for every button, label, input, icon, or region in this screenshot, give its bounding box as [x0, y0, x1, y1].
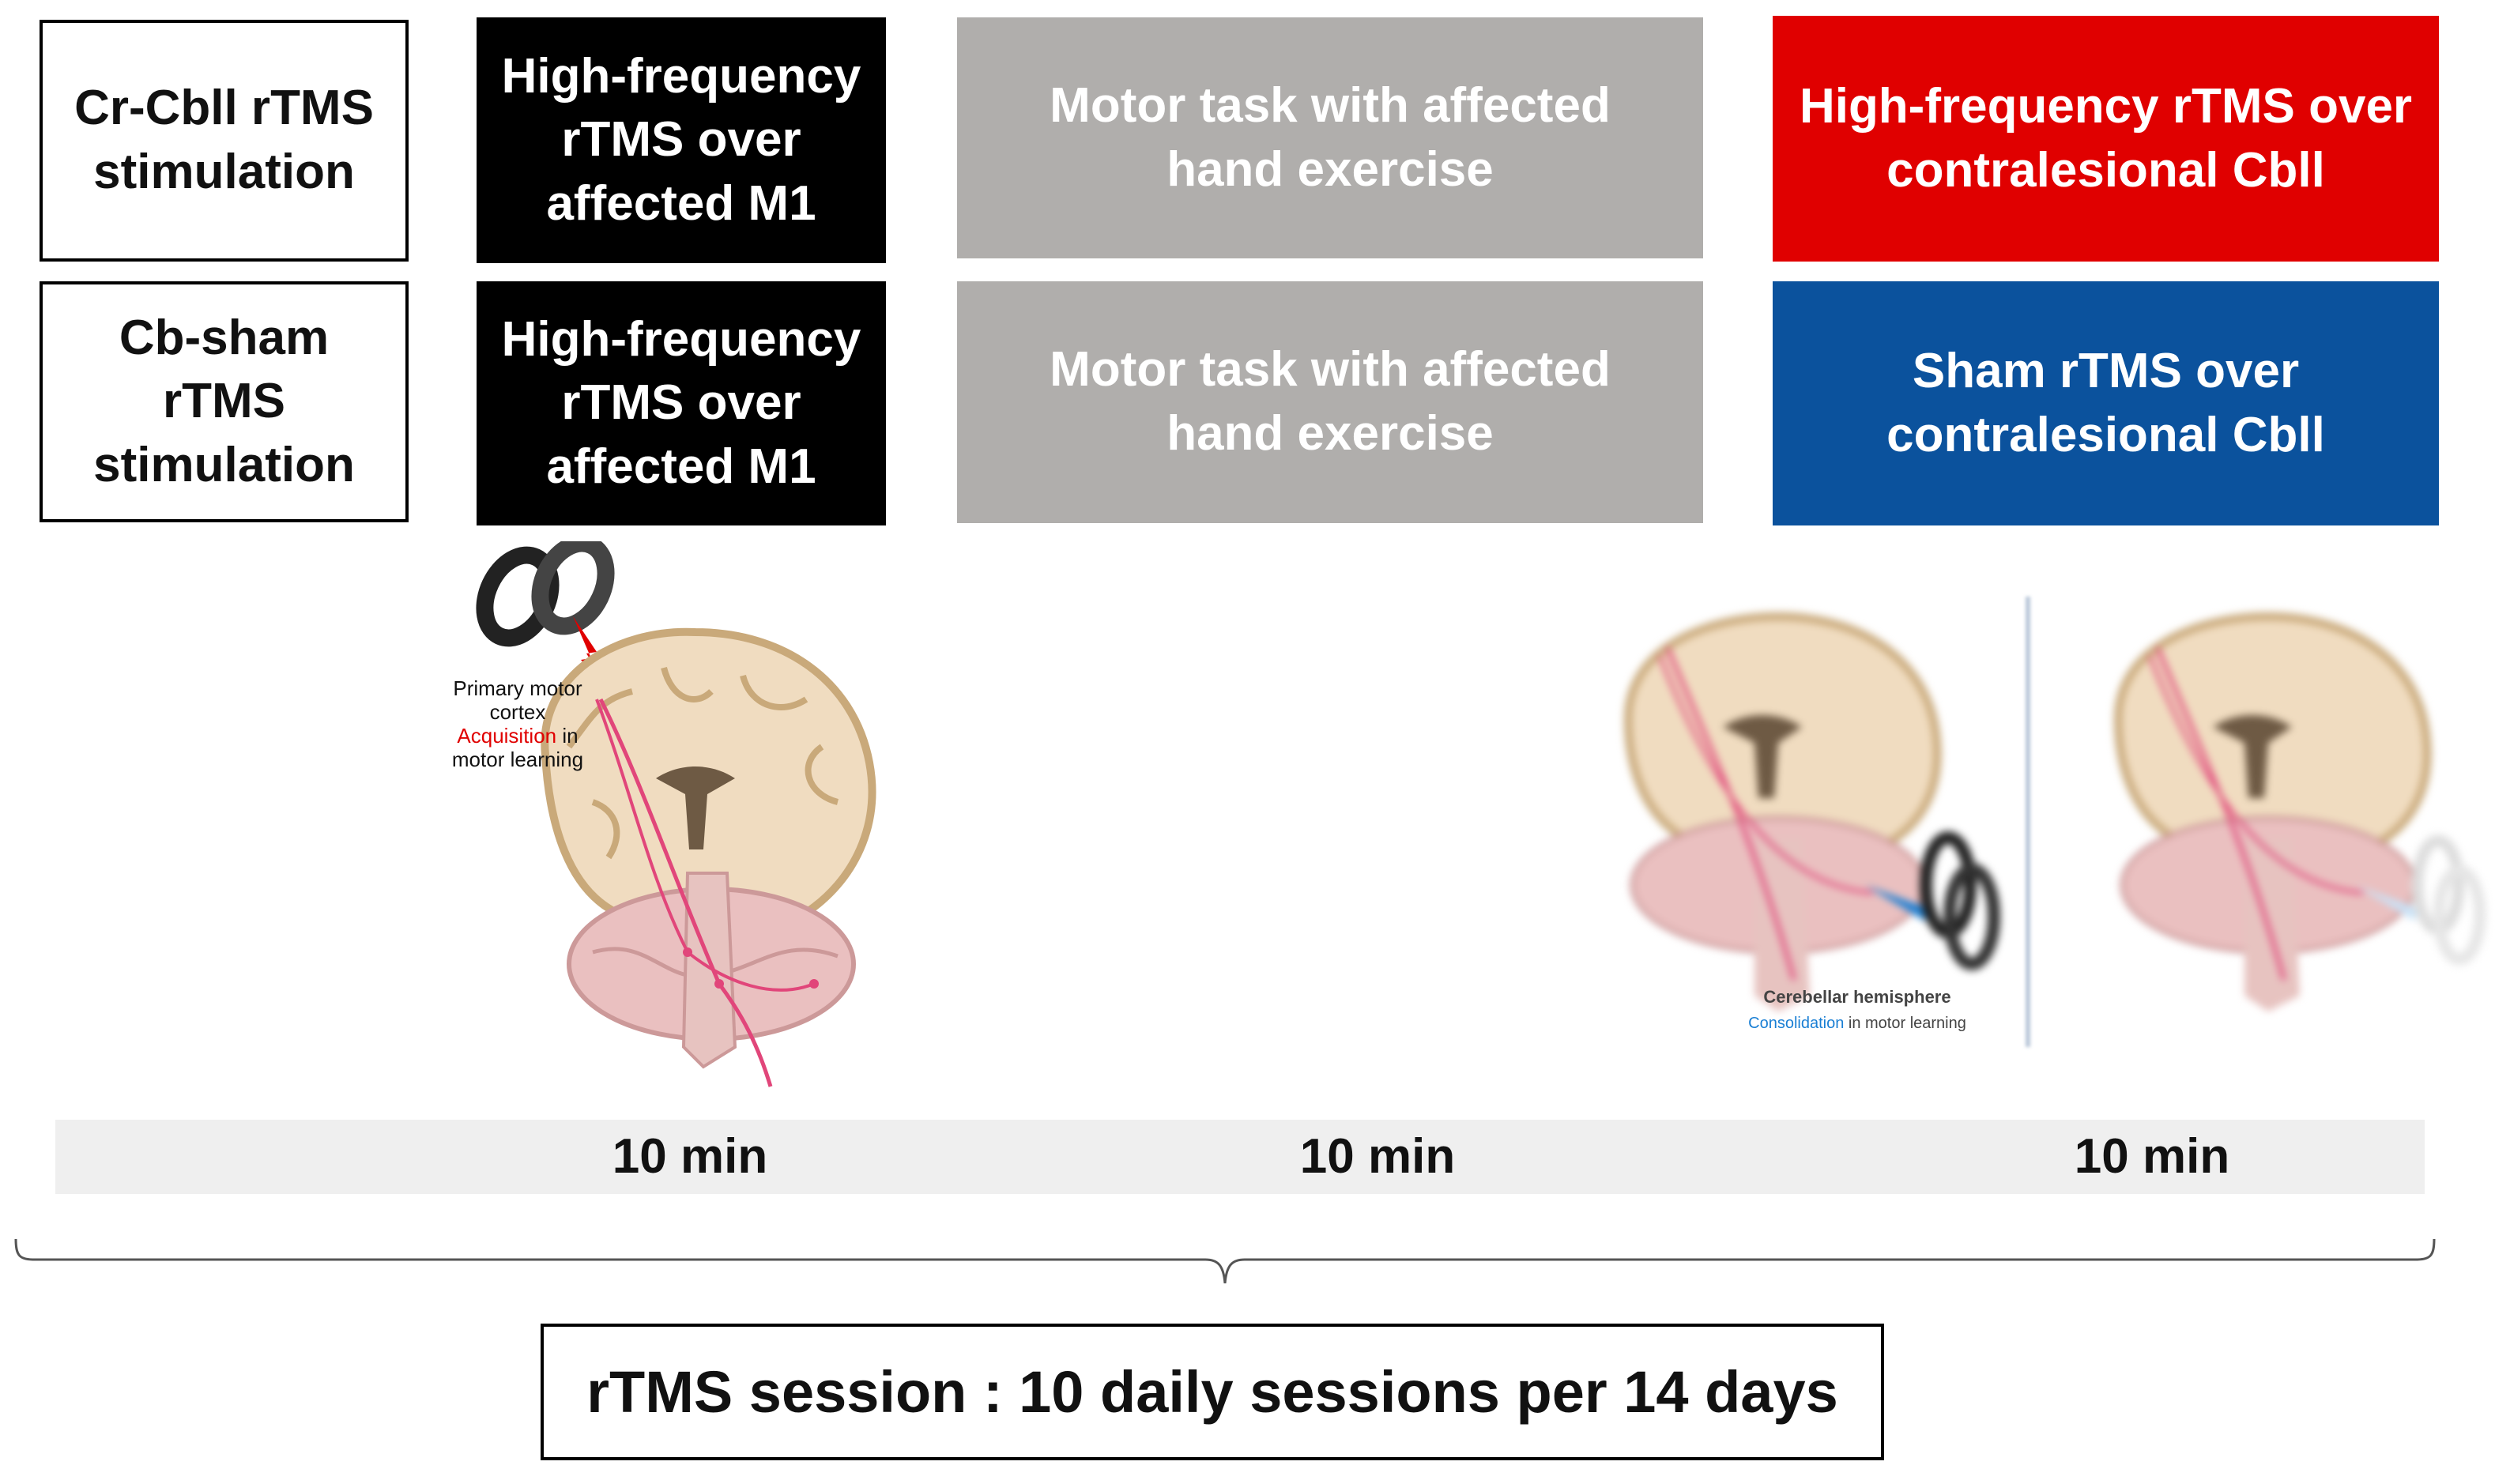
session-summary-text: rTMS session : 10 daily sessions per 14 …: [586, 1359, 1838, 1425]
row2-m1-text: High-frequency rTMS over affected M1: [501, 311, 861, 494]
brain-cbll-active-illustration: [1623, 612, 2000, 1011]
row1-condition-text: Cr-Cbll rTMS stimulation: [74, 81, 374, 199]
row1-condition-label: Cr-Cbll rTMS stimulation: [40, 20, 409, 262]
row1-cbll-text: High-frequency rTMS over contralesional …: [1799, 78, 2413, 198]
brain-left-caption-3: in: [556, 724, 578, 748]
row1-motor-task-box: Motor task with affected hand exercise: [957, 17, 1703, 258]
row2-condition-text: Cb-sham rTMS stimulation: [93, 310, 355, 492]
row2-m1-stimulation-box: High-frequency rTMS over affected M1: [477, 281, 886, 525]
tms-coil-icon: [476, 541, 615, 647]
svg-text:Acquisition in: Acquisition in: [457, 724, 578, 748]
session-bracket: [14, 1238, 2436, 1284]
brain-left-caption-4: motor learning: [452, 748, 583, 771]
row2-task-text: Motor task with affected hand exercise: [1050, 342, 1611, 461]
brain-left-caption-highlight: Acquisition: [457, 724, 556, 748]
row2-motor-task-box: Motor task with affected hand exercise: [957, 281, 1703, 523]
row2-condition-label: Cb-sham rTMS stimulation: [40, 281, 409, 522]
timeline-label-2: 10 min: [1299, 1129, 1456, 1184]
timeline-label-3: 10 min: [2074, 1129, 2230, 1184]
row1-m1-stimulation-box: High-frequency rTMS over affected M1: [477, 17, 886, 263]
brain-left-caption-1: Primary motor: [453, 676, 582, 700]
brain-m1-illustration: Primary motor cortex Acquisition in moto…: [452, 541, 876, 1087]
timeline-bar: [55, 1120, 2425, 1194]
brain-right-caption-highlight: Consolidation: [1748, 1015, 1844, 1032]
row2-cbll-sham-box: Sham rTMS over contralesional Cbll: [1773, 281, 2439, 525]
lightning-icon: [573, 616, 610, 691]
timeline-label-1: 10 min: [612, 1129, 768, 1184]
panel-divider: [2026, 597, 2030, 1047]
row1-m1-text: High-frequency rTMS over affected M1: [501, 48, 861, 231]
row2-cbll-text: Sham rTMS over contralesional Cbll: [1886, 343, 2325, 462]
brain-cbll-sham-illustration: [2113, 612, 2486, 1011]
brain-right-caption-2: in motor learning: [1844, 1015, 1966, 1032]
brain-right-caption-1: Cerebellar hemisphere: [1763, 987, 1950, 1007]
row1-task-text: Motor task with affected hand exercise: [1050, 77, 1611, 197]
brain-right-caption: Cerebellar hemisphere Consolidation in m…: [1748, 987, 1966, 1032]
session-summary-box: rTMS session : 10 daily sessions per 14 …: [541, 1324, 1884, 1460]
brain-left-caption-2: cortex: [490, 700, 546, 724]
row1-cbll-stimulation-box: High-frequency rTMS over contralesional …: [1773, 16, 2439, 262]
svg-text:Consolidation in motor learnin: Consolidation in motor learning: [1748, 1015, 1966, 1032]
